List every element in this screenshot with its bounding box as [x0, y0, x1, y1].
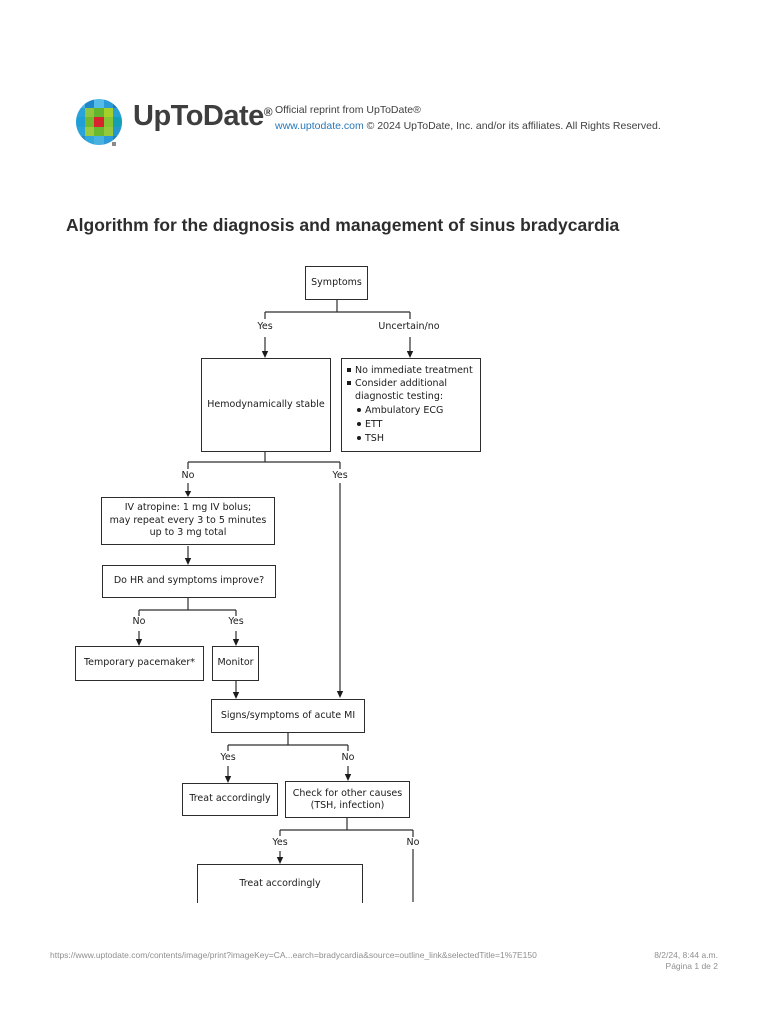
- bullet-item: No immediate treatment: [347, 364, 478, 377]
- atropine-line1: IV atropine: 1 mg IV bolus;: [124, 502, 252, 514]
- node-symptoms: Symptoms: [305, 266, 368, 300]
- node-iv-atropine: IV atropine: 1 mg IV bolus; may repeat e…: [101, 497, 275, 545]
- header-reprint-block: Official reprint from UpToDate® www.upto…: [275, 103, 661, 134]
- atropine-line3: up to 3 mg total: [149, 527, 227, 539]
- node-hr-improve: Do HR and symptoms improve?: [102, 565, 276, 598]
- brand-name: UpToDate: [133, 100, 264, 132]
- uptodate-logo-icon: [76, 99, 122, 146]
- sub-bullet-item: TSH: [357, 432, 478, 445]
- edge-label-improve-no: No: [132, 616, 146, 627]
- footer-datetime: 8/2/24, 8:44 a.m.: [654, 950, 718, 960]
- official-reprint-line: Official reprint from UpToDate®: [275, 104, 421, 116]
- sub-bullet-item: ETT: [357, 418, 478, 431]
- sub-bullet-item: Ambulatory ECG: [357, 404, 478, 417]
- page-title: Algorithm for the diagnosis and manageme…: [66, 215, 620, 235]
- brand-wordmark: UpToDate®: [133, 100, 273, 133]
- registered-mark: ®: [263, 105, 273, 120]
- sub-bullet-text: Ambulatory ECG: [365, 405, 444, 416]
- edge-label-symptoms-yes: Yes: [257, 321, 273, 332]
- round-bullet-icon: [357, 408, 361, 412]
- check-causes-text: Check for other causes (TSH, infection): [293, 788, 402, 812]
- edge-label-symptoms-uncertain: Uncertain/no: [378, 321, 440, 332]
- uptodate-link[interactable]: www.uptodate.com: [275, 119, 364, 132]
- square-bullet-icon: [347, 381, 351, 385]
- node-temporary-pacemaker: Temporary pacemaker*: [75, 646, 204, 681]
- footer-meta: 8/2/24, 8:44 a.m. Página 1 de 2: [654, 950, 718, 972]
- footer-page-number: Página 1 de 2: [665, 961, 718, 971]
- logo-mosaic: [76, 99, 122, 145]
- round-bullet-icon: [357, 436, 361, 440]
- edge-label-causes-no: No: [406, 837, 420, 848]
- edge-label-causes-yes: Yes: [272, 837, 288, 848]
- bullet-item: Consider additional diagnostic testing:: [347, 377, 478, 403]
- node-hemodynamically-stable: Hemodynamically stable: [201, 358, 331, 452]
- square-bullet-icon: [347, 368, 351, 372]
- round-bullet-icon: [357, 422, 361, 426]
- check-line2: (TSH, infection): [310, 799, 385, 811]
- edge-label-mi-no: No: [341, 752, 355, 763]
- check-line1: Check for other causes: [292, 787, 403, 799]
- node-no-immediate-treatment: No immediate treatment Consider addition…: [341, 358, 481, 452]
- footer-url: https://www.uptodate.com/contents/image/…: [50, 950, 537, 960]
- logo-trademark-dot: [112, 142, 116, 146]
- atropine-line2: may repeat every 3 to 5 minutes: [109, 514, 267, 526]
- edge-label-mi-yes: Yes: [220, 752, 236, 763]
- bullet-text: Consider additional diagnostic testing:: [355, 378, 448, 402]
- atropine-text: IV atropine: 1 mg IV bolus; may repeat e…: [110, 502, 267, 540]
- copyright-text: © 2024 UpToDate, Inc. and/or its affilia…: [366, 119, 661, 132]
- edge-label-stable-no: No: [181, 470, 195, 481]
- copyright-line: www.uptodate.com © 2024 UpToDate, Inc. a…: [275, 119, 661, 135]
- node-treat-accordingly-2: Treat accordingly: [197, 864, 363, 903]
- bullet-text: No immediate treatment: [355, 365, 473, 376]
- edge-label-stable-yes: Yes: [332, 470, 348, 481]
- sub-bullet-text: ETT: [365, 419, 383, 430]
- node-treat-accordingly-1: Treat accordingly: [182, 783, 278, 816]
- edge-label-improve-yes: Yes: [228, 616, 244, 627]
- node-monitor: Monitor: [212, 646, 259, 681]
- node-signs-acute-mi: Signs/symptoms of acute MI: [211, 699, 365, 733]
- sub-bullet-text: TSH: [365, 433, 384, 444]
- node-check-other-causes: Check for other causes (TSH, infection): [285, 781, 410, 818]
